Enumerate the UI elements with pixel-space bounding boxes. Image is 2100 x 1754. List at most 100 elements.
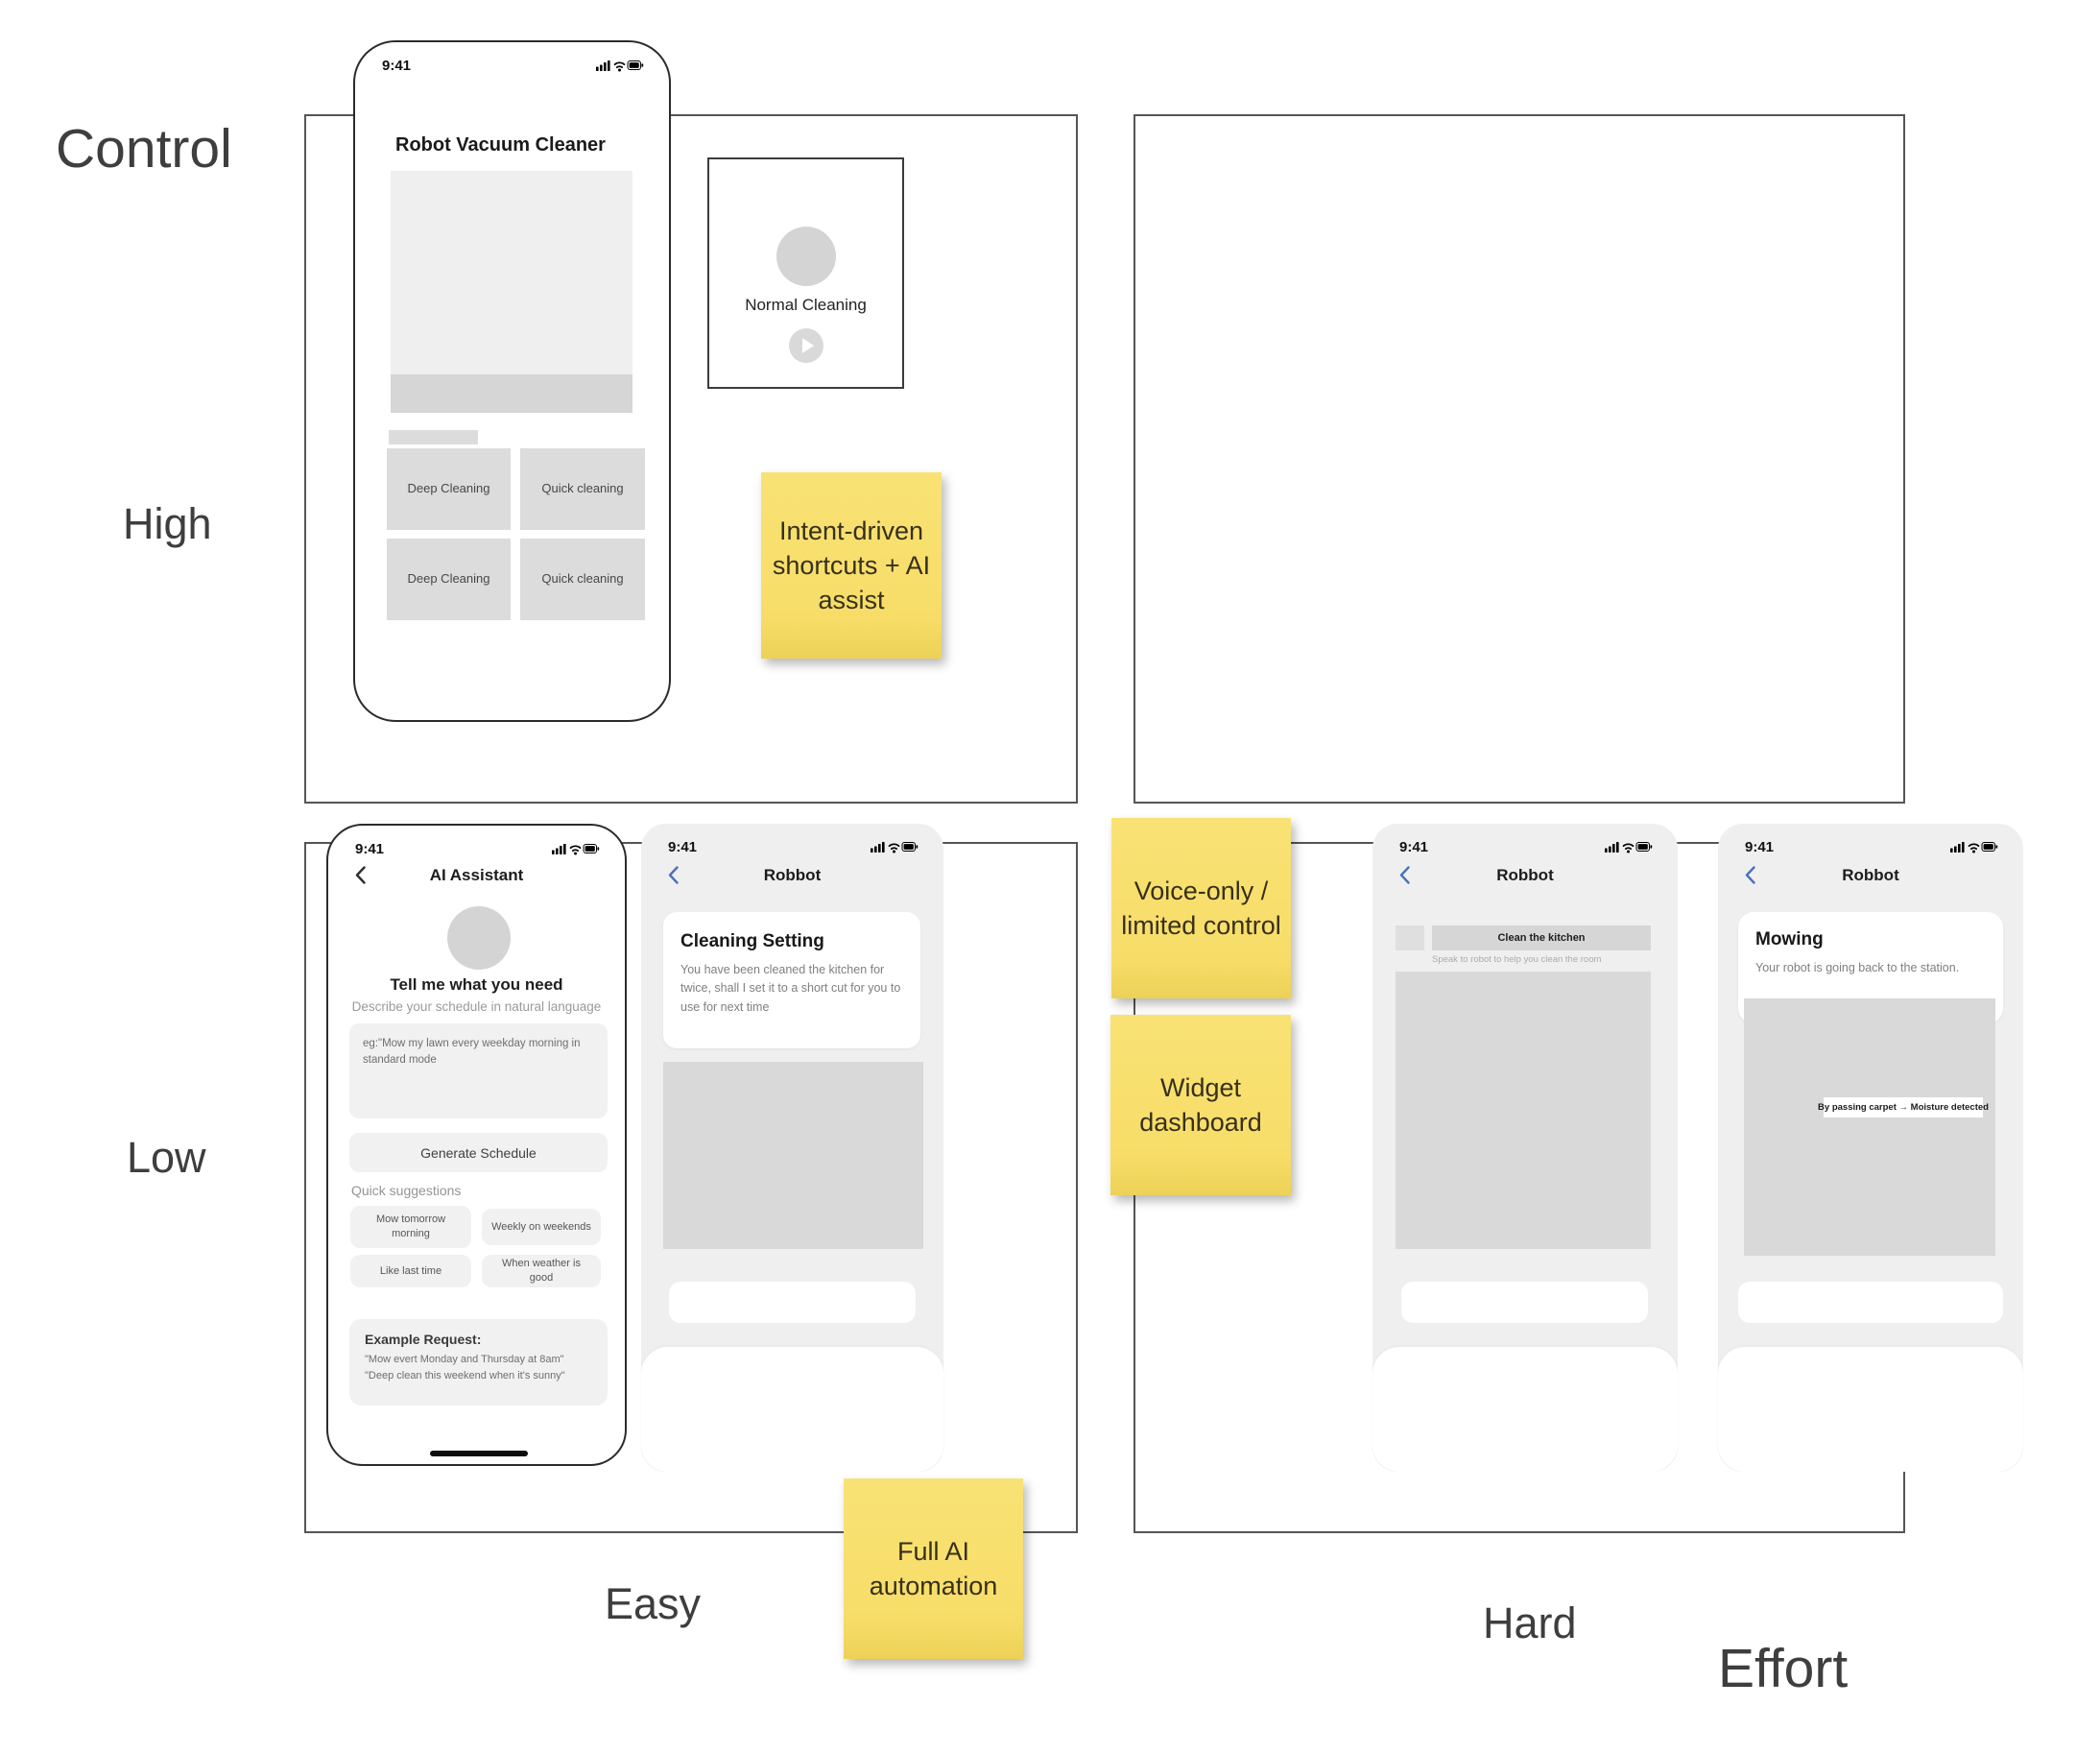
status-time: 9:41 xyxy=(1745,838,1775,855)
axis-label-low: Low xyxy=(127,1133,206,1182)
cleaning-setting-card: Cleaning Setting You have been cleaned t… xyxy=(663,912,920,1048)
wifi-icon xyxy=(1622,843,1635,850)
axis-label-easy: Easy xyxy=(605,1579,702,1628)
axis-label-effort: Effort xyxy=(1718,1638,1849,1699)
status-bar: 9:41 xyxy=(355,840,600,857)
phone-robbot-cleaning-setting: 9:41 Robbot Cleaning Setting You have be… xyxy=(641,824,943,1472)
status-time: 9:41 xyxy=(382,57,412,74)
card-title: Cleaning Setting xyxy=(680,931,824,951)
quadrant-high-hard xyxy=(1134,114,1905,804)
map-placeholder xyxy=(1744,998,1995,1256)
status-icons xyxy=(871,841,919,853)
back-chevron-icon[interactable] xyxy=(666,866,680,887)
robot-avatar-placeholder xyxy=(776,227,836,286)
screen-title: Robbot xyxy=(1496,866,1554,884)
nav-header: Robbot xyxy=(1372,866,1678,885)
generate-schedule-button[interactable]: Generate Schedule xyxy=(349,1133,608,1172)
card-title: Mowing xyxy=(1755,929,1824,949)
wifi-icon xyxy=(569,845,582,852)
wifi-dot xyxy=(574,852,577,854)
example-request-line: "Mow evert Monday and Thursday at 8am" xyxy=(365,1354,564,1365)
screen-title: Robbot xyxy=(1842,866,1899,884)
back-chevron-icon[interactable] xyxy=(353,866,367,887)
bottom-sheet-placeholder xyxy=(1372,1347,1678,1472)
deep-cleaning-button[interactable]: Deep Cleaning xyxy=(387,448,511,530)
input-bar-placeholder[interactable] xyxy=(1738,1282,2003,1323)
signal-icon xyxy=(596,60,610,71)
nav-header: AI Assistant xyxy=(328,866,625,885)
normal-cleaning-card: Normal Cleaning xyxy=(707,157,904,389)
nav-header: Robbot xyxy=(641,866,943,885)
voice-icon-placeholder xyxy=(1396,925,1424,950)
status-icons xyxy=(1605,841,1653,853)
battery-icon xyxy=(1981,841,1998,852)
card-body: Your robot is going back to the station. xyxy=(1755,961,1960,974)
status-bar: 9:41 xyxy=(1399,839,1653,855)
battery-icon xyxy=(627,60,644,70)
axis-label-control: Control xyxy=(56,118,232,180)
back-chevron-icon[interactable] xyxy=(1743,866,1756,887)
battery-icon xyxy=(901,841,919,852)
nav-header: Robbot xyxy=(1718,866,2023,885)
card-body: You have been cleaned the kitchen for tw… xyxy=(680,963,901,1014)
status-icons xyxy=(596,60,644,71)
phone-vacuum-home: 9:41 Robot Vacuum Cleaner Deep Cleaning … xyxy=(353,40,671,722)
schedule-input[interactable]: eg:"Mow my lawn every weekday morning in… xyxy=(349,1023,608,1118)
wifi-icon xyxy=(888,843,900,850)
wifi-icon xyxy=(613,61,626,68)
map-placeholder xyxy=(663,1062,923,1249)
voice-command-bar[interactable]: Clean the kitchen xyxy=(1432,925,1651,950)
status-time: 9:41 xyxy=(355,840,385,857)
hero-image-placeholder xyxy=(391,171,632,374)
bottom-sheet-placeholder xyxy=(641,1347,943,1472)
status-bar: 9:41 xyxy=(382,57,644,74)
phone-ai-assistant: 9:41 AI Assistant Tell me what you need … xyxy=(326,824,627,1466)
signal-icon xyxy=(1605,841,1619,853)
normal-cleaning-label: Normal Cleaning xyxy=(745,296,867,314)
wifi-icon xyxy=(1968,843,1980,850)
play-button[interactable] xyxy=(789,328,823,363)
phone-robbot-mowing: 9:41 Robbot Mowing Your robot is going b… xyxy=(1718,824,2023,1472)
chip-like-last-time[interactable]: Like last time xyxy=(350,1255,471,1287)
input-bar-placeholder[interactable] xyxy=(1401,1282,1648,1323)
battery-icon xyxy=(1635,841,1653,852)
home-indicator xyxy=(430,1451,528,1456)
quick-cleaning-button-2[interactable]: Quick cleaning xyxy=(520,539,645,620)
bottom-sheet-placeholder xyxy=(1718,1347,2023,1472)
sticky-intent-driven[interactable]: Intent-driven shortcuts + AI assist xyxy=(761,472,942,659)
map-status-label: By passing carpet → Moisture detected xyxy=(1818,1097,1989,1117)
chip-mow-tomorrow[interactable]: Mow tomorrow morning xyxy=(350,1206,471,1248)
sticky-widget-dashboard[interactable]: Widget dashboard xyxy=(1110,1015,1291,1195)
status-bar: 9:41 xyxy=(1745,838,1998,855)
axis-label-high: High xyxy=(123,499,212,548)
voice-command-hint: Speak to robot to help you clean the roo… xyxy=(1432,954,1602,965)
status-time: 9:41 xyxy=(668,838,698,855)
back-chevron-icon[interactable] xyxy=(1397,866,1411,887)
phone-robbot-kitchen: 9:41 Robbot Clean the kitchen Speak to r… xyxy=(1372,824,1678,1472)
assistant-avatar-placeholder xyxy=(447,906,511,970)
hero-caption-placeholder xyxy=(391,374,632,413)
quick-suggestions-label: Quick suggestions xyxy=(351,1183,462,1198)
example-request-title: Example Request: xyxy=(365,1332,482,1347)
signal-icon xyxy=(871,841,885,853)
example-request-line: "Deep clean this weekend when it's sunny… xyxy=(365,1370,565,1382)
wifi-dot xyxy=(1627,850,1630,853)
status-icons xyxy=(1950,841,1998,853)
quick-cleaning-button[interactable]: Quick cleaning xyxy=(520,448,645,530)
sticky-full-ai-automation[interactable]: Full AI automation xyxy=(844,1478,1023,1659)
wifi-dot xyxy=(1972,850,1975,853)
screen-title: AI Assistant xyxy=(429,866,524,884)
signal-icon xyxy=(552,843,566,854)
example-request-panel: Example Request: "Mow evert Monday and T… xyxy=(349,1319,608,1406)
chip-weekly-weekends[interactable]: Weekly on weekends xyxy=(482,1209,601,1245)
input-bar-placeholder[interactable] xyxy=(669,1282,916,1323)
sticky-voice-only[interactable]: Voice-only / limited control xyxy=(1111,818,1291,998)
status-bar: 9:41 xyxy=(668,838,919,855)
battery-icon xyxy=(583,843,600,853)
deep-cleaning-button-2[interactable]: Deep Cleaning xyxy=(387,539,511,620)
axis-label-hard: Hard xyxy=(1483,1598,1577,1647)
wifi-dot xyxy=(618,68,621,71)
chip-when-weather-good[interactable]: When weather is good xyxy=(482,1255,601,1287)
quadrant-high-easy xyxy=(304,114,1078,804)
